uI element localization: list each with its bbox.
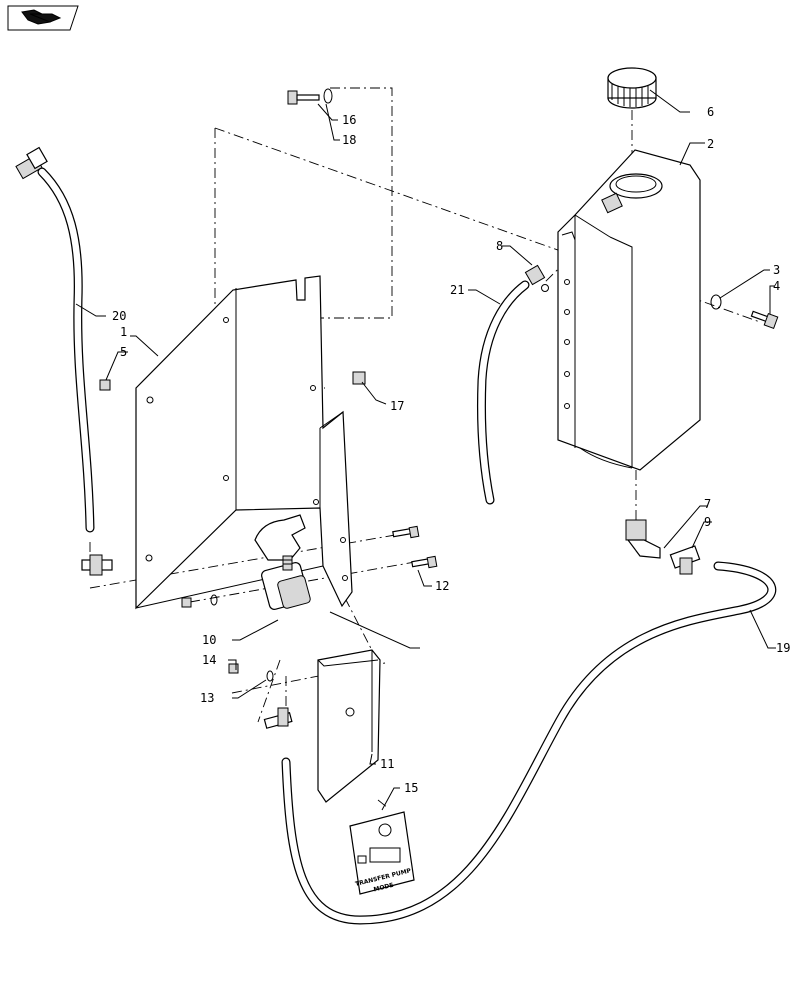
callout-6: 6 — [707, 105, 714, 119]
callout-2: 2 — [707, 137, 714, 151]
fitting-8 — [524, 264, 549, 292]
bolt-4 — [750, 310, 779, 329]
callout-leaders — [75, 89, 776, 811]
pump-guard — [317, 649, 381, 803]
nut-17 — [352, 371, 366, 385]
nut-14 — [228, 663, 239, 674]
callout-20: 20 — [112, 309, 126, 323]
decal-text-line2: MODE — [373, 882, 394, 894]
callout-12: 12 — [435, 579, 449, 593]
callout-3: 3 — [773, 263, 780, 277]
callout-5: 5 — [120, 345, 127, 359]
callout-13: 13 — [200, 691, 214, 705]
callout-16: 16 — [342, 113, 356, 127]
callout-15: 15 — [404, 781, 418, 795]
hose-fitting-center — [263, 707, 293, 729]
washer-13 — [266, 670, 274, 682]
nut-left — [181, 597, 192, 608]
callout-14: 14 — [202, 653, 216, 667]
tank-cap — [607, 67, 657, 109]
callout-10: 10 — [202, 633, 216, 647]
nut-5 — [99, 379, 111, 391]
hose-20 — [37, 167, 95, 533]
washer-left — [210, 594, 218, 606]
callout-19: 19 — [776, 641, 790, 655]
callout-1: 1 — [120, 325, 127, 339]
mounting-bracket — [135, 275, 353, 610]
bolt-16 — [287, 88, 333, 105]
washer-3 — [710, 294, 722, 310]
book-pointer-icon[interactable] — [7, 5, 79, 31]
elbow-fitting-7 — [625, 519, 661, 559]
callout-9: 9 — [704, 515, 711, 529]
callout-7: 7 — [704, 497, 711, 511]
reservoir-tank — [557, 149, 701, 471]
hose-19 — [281, 561, 777, 925]
tee-fitting-9 — [669, 545, 701, 575]
decal-plate: TRANSFER PUMP MODE — [349, 811, 415, 895]
hose-21 — [476, 280, 530, 505]
callout-labels: 20 1 5 2 3 4 6 7 8 9 10 11 12 13 14 15 1… — [112, 105, 790, 795]
hose-fitting-left — [81, 554, 113, 576]
callout-8: 8 — [496, 239, 503, 253]
callout-17: 17 — [390, 399, 404, 413]
transfer-pump — [254, 514, 311, 610]
bolt-12 — [411, 555, 438, 569]
bolt-upper-right — [392, 525, 420, 539]
callout-21: 21 — [450, 283, 464, 297]
callout-18: 18 — [342, 133, 356, 147]
callout-11: 11 — [380, 757, 394, 771]
callout-4: 4 — [773, 279, 780, 293]
elbow-fitting-top — [15, 146, 48, 180]
